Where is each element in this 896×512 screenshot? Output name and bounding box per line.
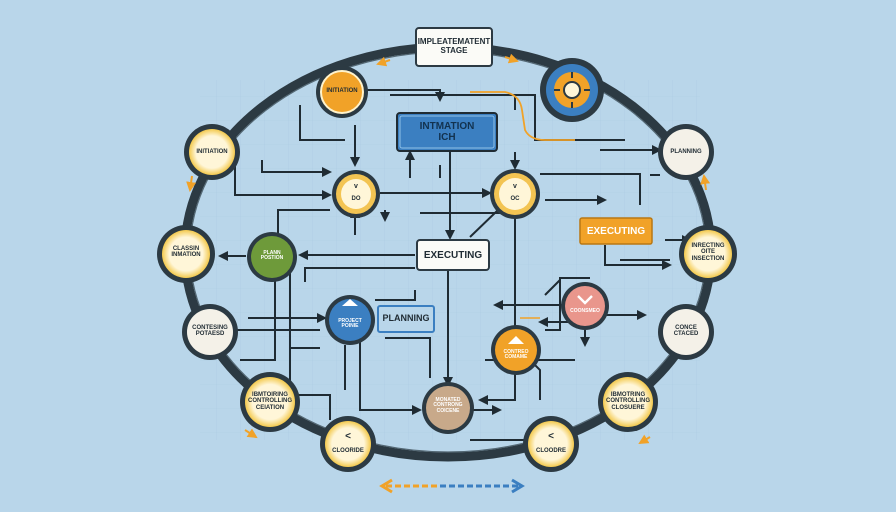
ring-node-label: CLOODRE bbox=[536, 448, 566, 454]
ring-arrow bbox=[376, 56, 391, 67]
oc-chevron-icon: v bbox=[513, 183, 517, 190]
stage-label: IMPLEATEMATENT STAGE bbox=[417, 37, 491, 55]
initiation-box[interactable] bbox=[396, 112, 498, 152]
ring-node-label: IBMOTRING CONTROLLING CLOSUERE bbox=[606, 392, 650, 411]
inner-node-label: COONSMEO bbox=[570, 308, 600, 314]
ring-node-label: INITIATION bbox=[326, 88, 358, 94]
ring-arrow bbox=[638, 434, 651, 445]
ring-node-label: CONCE CTACED bbox=[673, 325, 699, 338]
ring-nodes bbox=[157, 58, 737, 472]
ring-arrow bbox=[186, 175, 197, 192]
planning-box[interactable] bbox=[377, 305, 435, 333]
clooride-arrow-icon: < bbox=[345, 431, 351, 442]
inner-node-label: DO bbox=[351, 196, 361, 202]
inner-nodes bbox=[247, 169, 609, 434]
inner-node-label: OC bbox=[510, 196, 520, 202]
do-chevron-icon: v bbox=[354, 183, 358, 190]
ring-node-label: INRECTING OITE INSECTION bbox=[691, 243, 725, 262]
ring-node-label: CLASSIN INMATION bbox=[171, 246, 201, 259]
ring-node-label: PLANNING bbox=[670, 149, 702, 155]
inner-node-label: MONATED CONTRONG COICENE bbox=[433, 397, 463, 414]
inner-node-label: CONTREO COMAME bbox=[503, 349, 529, 361]
initiation-box-label: INTMATION ICH bbox=[419, 121, 475, 143]
inner-node-label: PROJECT POINIE bbox=[338, 318, 362, 330]
ring-arrow bbox=[244, 428, 258, 439]
ring-node-label: CONTESING POTAESD bbox=[192, 325, 228, 338]
cloodre-arrow-icon: < bbox=[548, 431, 554, 442]
ring-node-label: CLOORIDE bbox=[332, 448, 364, 454]
bottom-timeline bbox=[379, 478, 525, 494]
ring-arrow bbox=[504, 53, 519, 64]
executing-side-label: EXECUTING bbox=[586, 225, 646, 237]
executing-main-label: EXECUTING bbox=[423, 249, 483, 261]
inner-node-label: PLANN POSTION bbox=[260, 250, 284, 262]
executing-main-box[interactable] bbox=[416, 239, 490, 271]
ring-node-label: IBMTOIRING CONTROLLING CEIATION bbox=[248, 392, 292, 411]
executing-side-box[interactable] bbox=[579, 217, 653, 245]
ring-node-label: INITIATION bbox=[196, 149, 228, 155]
connectors bbox=[218, 89, 692, 441]
orange-feedback-path bbox=[470, 91, 575, 141]
stage-box[interactable] bbox=[415, 27, 493, 67]
planning-box-label: PLANNING bbox=[382, 313, 430, 324]
ring-arrow bbox=[700, 174, 711, 191]
